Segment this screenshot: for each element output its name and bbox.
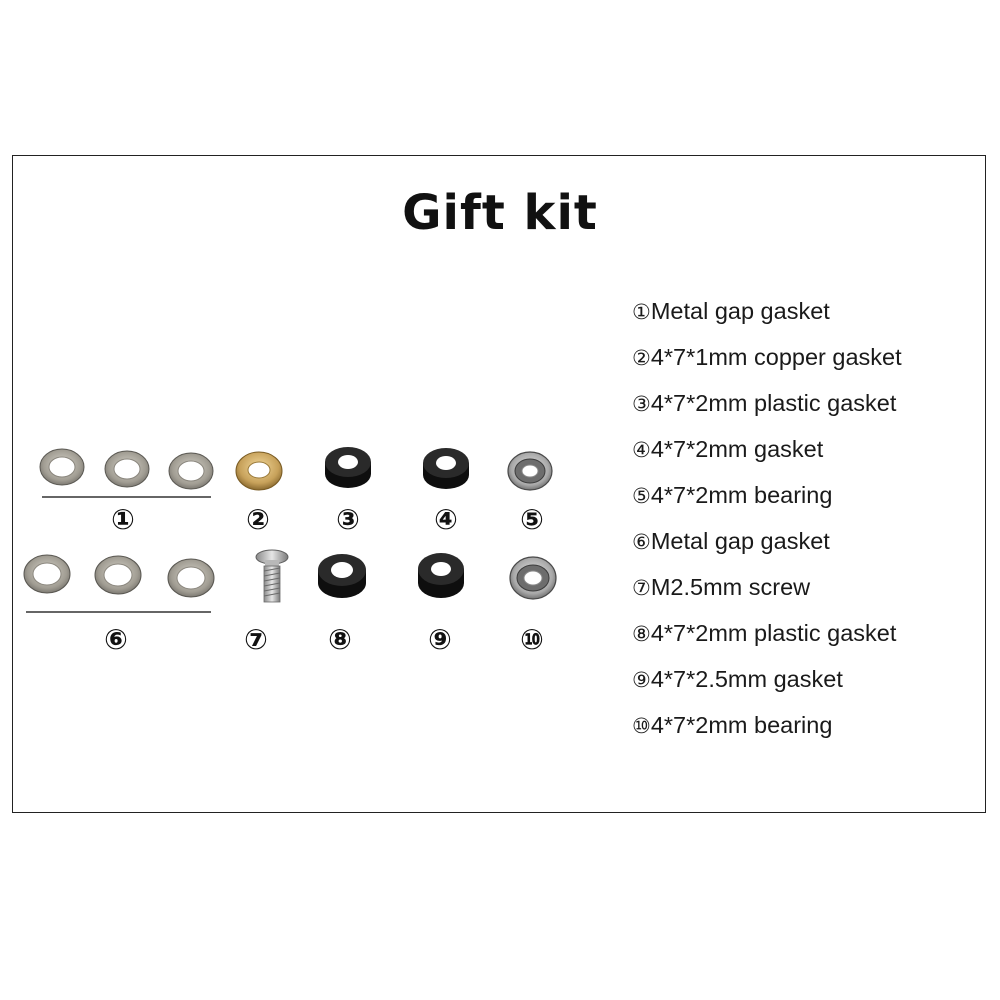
legend-text: M2.5mm screw <box>650 574 811 600</box>
legend-text: 4*7*2mm plastic gasket <box>650 390 897 416</box>
steel-washer-6b <box>94 555 142 595</box>
legend-marker: ② <box>632 346 651 370</box>
legend-marker: ① <box>632 300 651 324</box>
black-gasket-3 <box>325 447 371 488</box>
legend-item-6: ⑥Metal gap gasket <box>632 522 902 568</box>
steel-washer-6c <box>167 558 215 598</box>
gift-kit-frame <box>12 155 986 813</box>
page-title: Gift kit <box>402 185 598 241</box>
steel-washer-1c <box>168 452 214 490</box>
legend-text: 4*7*2mm plastic gasket <box>650 620 897 646</box>
legend-item-7: ⑦M2.5mm screw <box>632 568 902 614</box>
legend-marker: ⑨ <box>632 668 651 692</box>
black-gasket-4 <box>423 448 469 489</box>
marker-4: ④ <box>434 503 458 536</box>
legend-item-1: ①Metal gap gasket <box>632 292 902 338</box>
marker-8: ⑧ <box>328 623 352 656</box>
screw <box>255 549 289 603</box>
marker-6: ⑥ <box>104 623 128 656</box>
legend-item-10: ⑩4*7*2mm bearing <box>632 706 902 752</box>
legend-marker: ⑩ <box>632 714 651 738</box>
legend-text: 4*7*1mm copper gasket <box>650 344 902 370</box>
legend-marker: ④ <box>632 438 651 462</box>
legend-marker: ⑥ <box>632 530 651 554</box>
steel-washer-1b <box>104 450 150 488</box>
marker-2: ② <box>246 503 270 536</box>
legend-text: Metal gap gasket <box>650 298 830 324</box>
legend-item-5: ⑤4*7*2mm bearing <box>632 476 902 522</box>
steel-washer-6a <box>23 554 71 594</box>
steel-washer-1a <box>39 448 85 486</box>
legend-item-8: ⑧4*7*2mm plastic gasket <box>632 614 902 660</box>
black-gasket-8 <box>318 554 366 598</box>
legend-marker: ⑦ <box>632 576 651 600</box>
legend-item-9: ⑨4*7*2.5mm gasket <box>632 660 902 706</box>
copper-washer <box>235 451 283 491</box>
marker-1: ① <box>111 503 135 536</box>
legend-text: 4*7*2mm bearing <box>650 712 833 738</box>
legend-item-2: ②4*7*1mm copper gasket <box>632 338 902 384</box>
marker-3: ③ <box>336 503 360 536</box>
parts-legend: ①Metal gap gasket ②4*7*1mm copper gasket… <box>632 292 902 752</box>
marker-10: ⑩ <box>520 623 544 656</box>
legend-item-4: ④4*7*2mm gasket <box>632 430 902 476</box>
legend-item-3: ③4*7*2mm plastic gasket <box>632 384 902 430</box>
legend-marker: ⑤ <box>632 484 651 508</box>
legend-marker: ⑧ <box>632 622 651 646</box>
legend-text: 4*7*2.5mm gasket <box>650 666 843 692</box>
black-gasket-9 <box>418 553 464 598</box>
bearing-10 <box>509 556 557 600</box>
marker-5: ⑤ <box>520 503 544 536</box>
legend-marker: ③ <box>632 392 651 416</box>
bearing-5 <box>507 451 553 491</box>
marker-9: ⑨ <box>428 623 452 656</box>
marker-7: ⑦ <box>244 623 268 656</box>
legend-text: 4*7*2mm bearing <box>650 482 833 508</box>
legend-text: 4*7*2mm gasket <box>650 436 824 462</box>
legend-text: Metal gap gasket <box>650 528 830 554</box>
